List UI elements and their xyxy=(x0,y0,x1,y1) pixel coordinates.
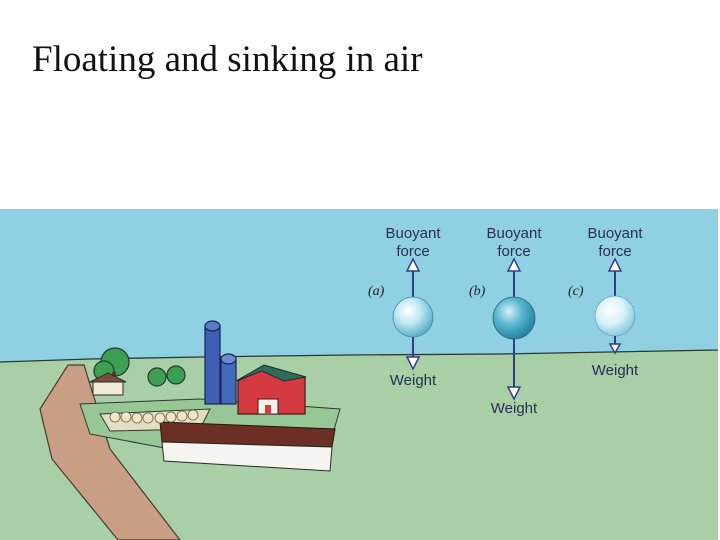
case-label-b: (b) xyxy=(469,284,486,299)
silo-tall xyxy=(205,321,220,404)
weight-label-c: Weight xyxy=(592,362,639,379)
weight-label-b: Weight xyxy=(491,400,538,417)
case-label-a: (a) xyxy=(368,284,385,299)
weight-label-a: Weight xyxy=(390,372,437,389)
balloon-b xyxy=(493,297,535,339)
case-label-c: (c) xyxy=(568,284,584,299)
floating-sinking-diagram: Buoyant force (a) Weight Buoyant force (… xyxy=(0,209,718,540)
silo-short xyxy=(221,354,236,404)
slide-title: Floating and sinking in air xyxy=(32,38,423,81)
buoyant-force-label-b: Buoyant xyxy=(486,225,542,242)
buoyant-force-label-c: Buoyant xyxy=(587,225,643,242)
balloon-c xyxy=(595,296,635,336)
balloon-a xyxy=(393,297,433,337)
buoyant-force-label-a: Buoyant xyxy=(385,225,441,242)
